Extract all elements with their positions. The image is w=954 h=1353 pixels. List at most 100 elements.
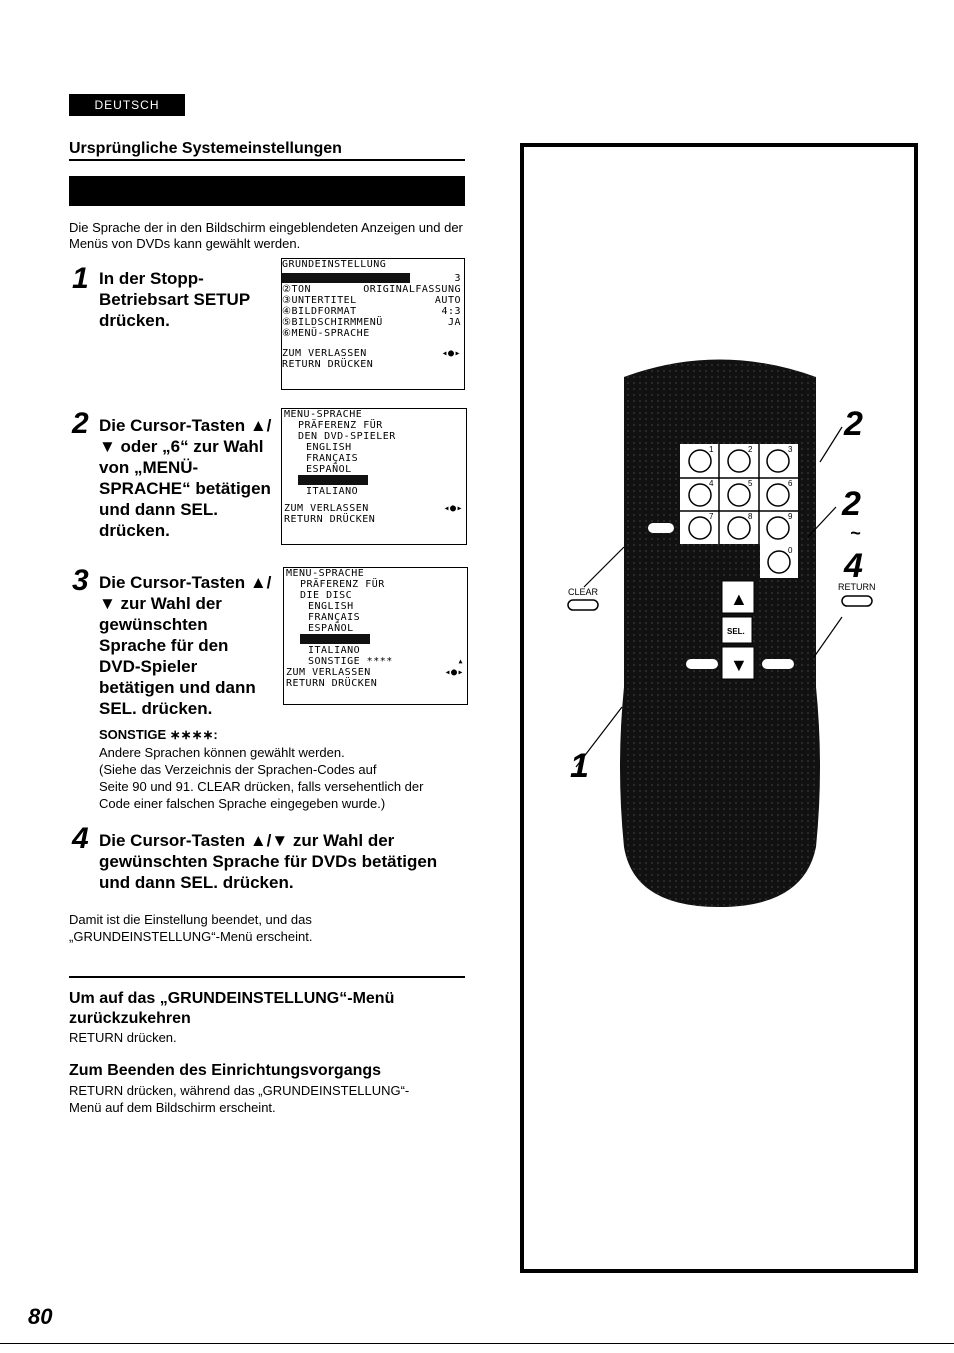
osd-value: 4:3: [441, 306, 461, 317]
osd-option: ENGLISH: [308, 601, 354, 612]
arrow-up-icon: ▴: [457, 656, 464, 667]
osd-highlight: [282, 273, 410, 283]
return-label: RETURN: [838, 582, 876, 592]
osd-option: SONSTIGE ****: [308, 656, 393, 667]
end-heading: Zum Beenden des Einrichtungsvorgangs: [69, 1062, 382, 1079]
sel-button[interactable]: [721, 616, 753, 644]
osd-footer: RETURN DRÜCKEN: [282, 359, 374, 370]
osd-option: FRANÇAIS: [308, 612, 361, 623]
cursor-up-button[interactable]: [721, 580, 755, 614]
note-line: Damit ist die Einstellung beendet, und d…: [69, 912, 312, 927]
osd-title: GRUNDEINSTELLUNG: [282, 259, 387, 270]
key-label: 5: [748, 479, 753, 488]
note-line: Andere Sprachen können gewählt werden.: [99, 745, 345, 760]
osd-option: ITALIANO: [306, 486, 359, 497]
intro-text: Die Sprache der in den Bildschirm eingeb…: [69, 220, 463, 251]
key-label: 3: [788, 445, 793, 454]
heading-line: zurückzukehren: [69, 1010, 191, 1027]
key-label: 6: [788, 479, 793, 488]
note-line: (Siehe das Verzeichnis der Sprachen-Code…: [99, 762, 377, 777]
osd-line: ⑤BILDSCHIRMMENÜ: [282, 317, 383, 328]
callout-number: 2: [841, 485, 861, 523]
callout-number: 2: [843, 405, 863, 443]
osd-footer: RETURN DRÜCKEN: [286, 678, 378, 689]
osd-footer: ZUM VERLASSEN: [284, 503, 369, 514]
callout-number: 1: [570, 747, 589, 785]
end-text: RETURN drücken, während das „GRUNDEINSTE…: [69, 1082, 409, 1116]
key-label: 0: [788, 546, 793, 555]
step-4-text: Die Cursor-Tasten ▲/▼ zur Wahl der gewün…: [99, 831, 438, 892]
nav-arrows-icon: ◂●▸: [443, 503, 463, 514]
osd-subtitle: PRÄFERENZ FÜR: [300, 579, 385, 590]
osd-footer: ZUM VERLASSEN: [286, 667, 371, 678]
step-4-number: 4: [72, 822, 89, 855]
sonstige-label: SONSTIGE ∗∗∗∗:: [99, 727, 218, 742]
note-line: Menü auf dem Bildschirm erscheint.: [69, 1100, 276, 1115]
osd-value: AUTO: [434, 295, 461, 306]
nav-arrows-icon: ◂●▸: [444, 667, 464, 678]
step-2-text: Die Cursor-Tasten ▲/▼ oder „6“ zur Wahl …: [99, 416, 272, 540]
side-button[interactable]: [648, 523, 674, 533]
osd-screen-menu-sprache-player: MENÜ-SPRACHE PRÄFERENZ FÜR DEN DVD-SPIEL…: [281, 408, 467, 545]
note-line: RETURN drücken, während das „GRUNDEINSTE…: [69, 1083, 410, 1098]
clear-label: CLEAR: [568, 587, 599, 597]
cursor-down-button[interactable]: [721, 646, 755, 680]
osd-option: FRANÇAIS: [306, 453, 359, 464]
osd-subtitle: DIE DISC: [300, 590, 353, 601]
osd-line: ⑥MENÜ-SPRACHE: [282, 328, 370, 339]
language-tag: DEUTSCH: [69, 94, 185, 116]
subheading-bar: [69, 176, 465, 206]
callout-number: 4: [843, 547, 863, 585]
step-1-text: In der Stopp-Betriebsart SETUP drücken.: [99, 269, 250, 330]
osd-footer: ZUM VERLASSEN: [282, 348, 367, 359]
section-rule: [69, 159, 465, 161]
arrow-down-icon: ▼: [730, 655, 748, 675]
osd-option: ESPAÑOL: [306, 464, 352, 475]
osd-footer: RETURN DRÜCKEN: [284, 514, 376, 525]
bottom-rule: [0, 1343, 954, 1344]
osd-title: MENÜ-SPRACHE: [284, 409, 363, 420]
remote-texture: [624, 359, 816, 907]
side-button[interactable]: [686, 659, 718, 669]
note-line: Seite 90 und 91. CLEAR drücken, falls ve…: [99, 779, 424, 794]
step-3-text: Die Cursor-Tasten ▲/▼ zur Wahl der gewün…: [99, 573, 272, 718]
key-label: 1: [709, 445, 714, 454]
section-divider: [69, 976, 465, 978]
osd-highlight: [298, 475, 368, 485]
key-label: 4: [709, 479, 714, 488]
osd-title: MENÜ-SPRACHE: [286, 568, 365, 579]
clear-button[interactable]: [567, 599, 599, 611]
osd-option: ITALIANO: [308, 645, 361, 656]
sel-label: SEL.: [727, 627, 745, 636]
osd-highlight: [300, 634, 370, 644]
return-text: RETURN drücken.: [69, 1030, 177, 1045]
sonstige-note: Andere Sprachen können gewählt werden. (…: [99, 744, 479, 812]
nav-arrows-icon: ◂●▸: [441, 348, 461, 359]
page-number: 80: [28, 1304, 53, 1329]
step-3-number: 3: [72, 564, 89, 597]
note-line: Code einer falschen Sprache eingegeben w…: [99, 796, 386, 811]
step-2-number: 2: [72, 407, 89, 440]
key-label: 8: [748, 512, 753, 521]
key-label: 2: [748, 445, 753, 454]
osd-screen-menu-sprache-disc: MENÜ-SPRACHE PRÄFERENZ FÜR DIE DISC ENGL…: [283, 567, 468, 705]
return-button[interactable]: [841, 595, 873, 607]
osd-line: ③UNTERTITEL: [282, 295, 357, 306]
osd-subtitle: PRÄFERENZ FÜR: [298, 420, 383, 431]
return-heading: Um auf das „GRUNDEINSTELLUNG“-Menü zurüc…: [69, 989, 394, 1029]
side-button[interactable]: [762, 659, 794, 669]
osd-page-indicator: 3: [454, 273, 461, 284]
remote-illustration-frame: 1 2 3 4 5 6 7 8 9 0 ▲ SEL. ▼ CLEAR RETUR…: [520, 143, 918, 1273]
osd-line: ②TON: [282, 284, 312, 295]
section-title: Ursprüngliche Systemeinstellungen: [69, 140, 342, 157]
key-label: 9: [788, 512, 793, 521]
osd-line: ④BILDFORMAT: [282, 306, 357, 317]
note-line: „GRUNDEINSTELLUNG“-Menü erscheint.: [69, 929, 313, 944]
callout-number: ~: [850, 523, 861, 543]
remote-illustration: 1 2 3 4 5 6 7 8 9 0 ▲ SEL. ▼ CLEAR RETUR…: [567, 359, 876, 907]
completion-note: Damit ist die Einstellung beendet, und d…: [69, 911, 312, 945]
key-label: 7: [709, 512, 714, 521]
heading-line: Um auf das „GRUNDEINSTELLUNG“-Menü: [69, 990, 395, 1007]
step-1-number: 1: [72, 262, 89, 295]
osd-value: ORIGINALFASSUNG: [363, 284, 461, 295]
